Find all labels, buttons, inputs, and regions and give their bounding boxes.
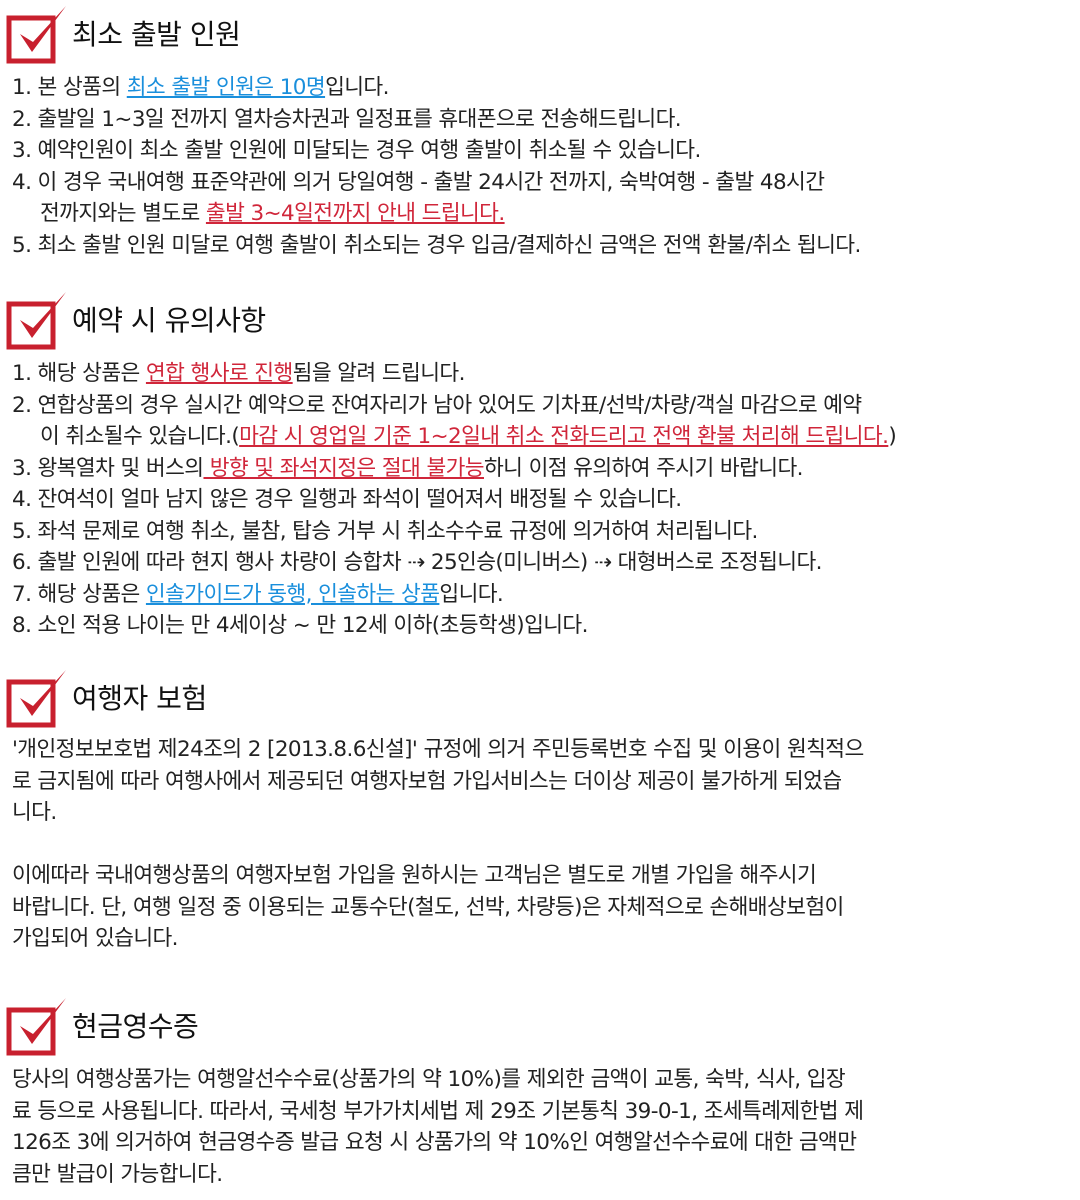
checkbox-icon: [6, 996, 66, 1056]
text-line: 2. 출발일 1~3일 전까지 열차승차권과 일정표를 휴대폰으로 전송해드립니…: [12, 104, 1080, 136]
text-segment: 가입되어 있습니다.: [12, 926, 179, 951]
section-body: 당사의 여행상품가는 여행알선수수료(상품가의 약 10%)를 제외한 금액이 …: [12, 1064, 1080, 1190]
text-segment: 바랍니다. 단, 여행 일정 중 이용되는 교통수단(철도, 선박, 차량등)은…: [12, 894, 844, 920]
text-line: '개인정보보호법 제24조의 2 [2013.8.6신설]' 규정에 의거 주민…: [12, 734, 1080, 766]
section-heading: 예약 시 유의사항: [6, 290, 1080, 350]
text-line: 4. 잔여석이 얼마 남지 않은 경우 일행과 좌석이 떨어져서 배정될 수 있…: [12, 484, 1080, 516]
checkbox-icon: [6, 4, 66, 64]
text-segment: 당사의 여행상품가는 여행알선수수료(상품가의 약 10%)를 제외한 금액이 …: [12, 1067, 846, 1092]
text-segment: 이에따라 국내여행상품의 여행자보험 가입을 원하시는 고객님은 별도로 개별 …: [12, 863, 817, 888]
text-segment: 전까지와는 별도로: [40, 201, 206, 226]
section-body: 1. 본 상품의 최소 출발 인원은 10명입니다.2. 출발일 1~3일 전까…: [12, 72, 1080, 261]
text-segment: 8. 소인 적용 나이는 만 4세이상 ~ 만 12세 이하(초등학생)입니다.: [12, 613, 588, 638]
highlight-blue: 인솔가이드가 동행, 인솔하는 상품: [145, 581, 440, 607]
text-line: 이에따라 국내여행상품의 여행자보험 가입을 원하시는 고객님은 별도로 개별 …: [12, 860, 1080, 892]
section-heading: 여행자 보험: [6, 668, 1080, 728]
text-segment: 입니다.: [439, 581, 504, 607]
highlight-red: 마감 시 영업일 기준 1~2일내 취소 전화드리고 전액 환불 처리해 드립니…: [239, 424, 889, 449]
text-line: 2. 연합상품의 경우 실시간 예약으로 잔여자리가 남아 있어도 기차표/선박…: [12, 390, 1080, 422]
text-segment: 료 등으로 사용됩니다. 따라서, 국세청 부가가치세법 제 29조 기본통칙 …: [12, 1098, 864, 1124]
text-line: 1. 본 상품의 최소 출발 인원은 10명입니다.: [12, 72, 1080, 104]
section-title: 현금영수증: [72, 1010, 199, 1043]
section-title: 여행자 보험: [72, 682, 207, 715]
section-body: '개인정보보호법 제24조의 2 [2013.8.6신설]' 규정에 의거 주민…: [12, 734, 1080, 955]
text-line: 8. 소인 적용 나이는 만 4세이상 ~ 만 12세 이하(초등학생)입니다.: [12, 610, 1080, 642]
text-line: 가입되어 있습니다.: [12, 923, 1080, 955]
text-segment: 1. 본 상품의: [12, 75, 127, 100]
highlight-red: 출발 3~4일전까지 안내 드립니다.: [205, 201, 505, 226]
highlight-blue: 최소 출발 인원은 10명: [126, 75, 326, 100]
text-segment: 입니다.: [325, 75, 389, 100]
text-segment: 1. 해당 상품은: [12, 361, 146, 386]
text-line: 니다.: [12, 797, 1080, 829]
text-segment: 로 금지됨에 따라 여행사에서 제공되던 여행자보험 가입서비스는 더이상 제공…: [12, 768, 842, 794]
highlight-red: 방향 및 좌석지정은 절대 불가능: [203, 455, 485, 481]
text-segment: 4. 이 경우 국내여행 표준약관에 의거 당일여행 - 출발 24시간 전까지…: [12, 169, 825, 195]
text-line: 1. 해당 상품은 연합 행사로 진행됨을 알려 드립니다.: [12, 358, 1080, 390]
text-segment: 큼만 발급이 가능합니다.: [12, 1161, 223, 1187]
text-line: 5. 좌석 문제로 여행 취소, 불참, 탑승 거부 시 취소수수료 규정에 의…: [12, 516, 1080, 548]
text-line: 료 등으로 사용됩니다. 따라서, 국세청 부가가치세법 제 29조 기본통칙 …: [12, 1096, 1080, 1128]
text-segment: 2. 출발일 1~3일 전까지 열차승차권과 일정표를 휴대폰으로 전송해드립니…: [12, 106, 682, 132]
text-line: 전까지와는 별도로 출발 3~4일전까지 안내 드립니다.: [12, 198, 1080, 230]
text-line: 7. 해당 상품은 인솔가이드가 동행, 인솔하는 상품입니다.: [12, 579, 1080, 611]
text-segment: 5. 좌석 문제로 여행 취소, 불참, 탑승 거부 시 취소수수료 규정에 의…: [12, 518, 758, 544]
text-line: 당사의 여행상품가는 여행알선수수료(상품가의 약 10%)를 제외한 금액이 …: [12, 1064, 1080, 1096]
text-line: 큼만 발급이 가능합니다.: [12, 1159, 1080, 1191]
text-segment: ): [888, 424, 897, 449]
text-segment: 5. 최소 출발 인원 미달로 여행 출발이 취소되는 경우 입금/결제하신 금…: [12, 232, 861, 258]
checkbox-icon: [6, 668, 66, 728]
text-segment: 이 취소될수 있습니다.(: [40, 424, 240, 449]
text-segment: 2. 연합상품의 경우 실시간 예약으로 잔여자리가 남아 있어도 기차표/선박…: [12, 392, 862, 418]
text-segment: 됨을 알려 드립니다.: [292, 361, 466, 386]
text-line: 3. 왕복열차 및 버스의 방향 및 좌석지정은 절대 불가능하니 이점 유의하…: [12, 453, 1080, 485]
highlight-red: 연합 행사로 진행: [145, 361, 293, 386]
text-line: 126조 3에 의거하여 현금영수증 발급 요청 시 상품가의 약 10%인 여…: [12, 1127, 1080, 1159]
section-heading: 현금영수증: [6, 996, 1080, 1056]
text-line: 이 취소될수 있습니다.(마감 시 영업일 기준 1~2일내 취소 전화드리고 …: [12, 421, 1080, 453]
text-segment: 니다.: [12, 800, 57, 825]
section-body: 1. 해당 상품은 연합 행사로 진행됨을 알려 드립니다.2. 연합상품의 경…: [12, 358, 1080, 642]
text-line: 로 금지됨에 따라 여행사에서 제공되던 여행자보험 가입서비스는 더이상 제공…: [12, 766, 1080, 798]
section-title: 예약 시 유의사항: [72, 304, 266, 337]
text-segment: 4. 잔여석이 얼마 남지 않은 경우 일행과 좌석이 떨어져서 배정될 수 있…: [12, 487, 682, 512]
text-segment: 6. 출발 인원에 따라 현지 행사 차량이 승합차 ⇢ 25인승(미니버스) …: [12, 550, 822, 575]
text-line: 4. 이 경우 국내여행 표준약관에 의거 당일여행 - 출발 24시간 전까지…: [12, 167, 1080, 199]
text-line: 5. 최소 출발 인원 미달로 여행 출발이 취소되는 경우 입금/결제하신 금…: [12, 230, 1080, 262]
text-segment: '개인정보보호법 제24조의 2 [2013.8.6신설]' 규정에 의거 주민…: [12, 737, 864, 762]
text-segment: 7. 해당 상품은: [12, 581, 146, 607]
checkbox-icon: [6, 290, 66, 350]
text-segment: 3. 왕복열차 및 버스의: [12, 455, 204, 481]
text-segment: 3. 예약인원이 최소 출발 인원에 미달되는 경우 여행 출발이 취소될 수 …: [12, 138, 701, 163]
text-line: 바랍니다. 단, 여행 일정 중 이용되는 교통수단(철도, 선박, 차량등)은…: [12, 892, 1080, 924]
blank-line: [12, 829, 1080, 861]
text-segment: 하니 이점 유의하여 주시기 바랍니다.: [483, 455, 803, 481]
text-segment: 126조 3에 의거하여 현금영수증 발급 요청 시 상품가의 약 10%인 여…: [12, 1130, 857, 1155]
section-3: 여행자 보험 '개인정보보호법 제24조의 2 [2013.8.6신설]' 규정에…: [0, 668, 1080, 955]
text-line: 6. 출발 인원에 따라 현지 행사 차량이 승합차 ⇢ 25인승(미니버스) …: [12, 547, 1080, 579]
text-line: 3. 예약인원이 최소 출발 인원에 미달되는 경우 여행 출발이 취소될 수 …: [12, 135, 1080, 167]
section-heading: 최소 출발 인원: [6, 4, 1080, 64]
section-title: 최소 출발 인원: [72, 18, 241, 51]
